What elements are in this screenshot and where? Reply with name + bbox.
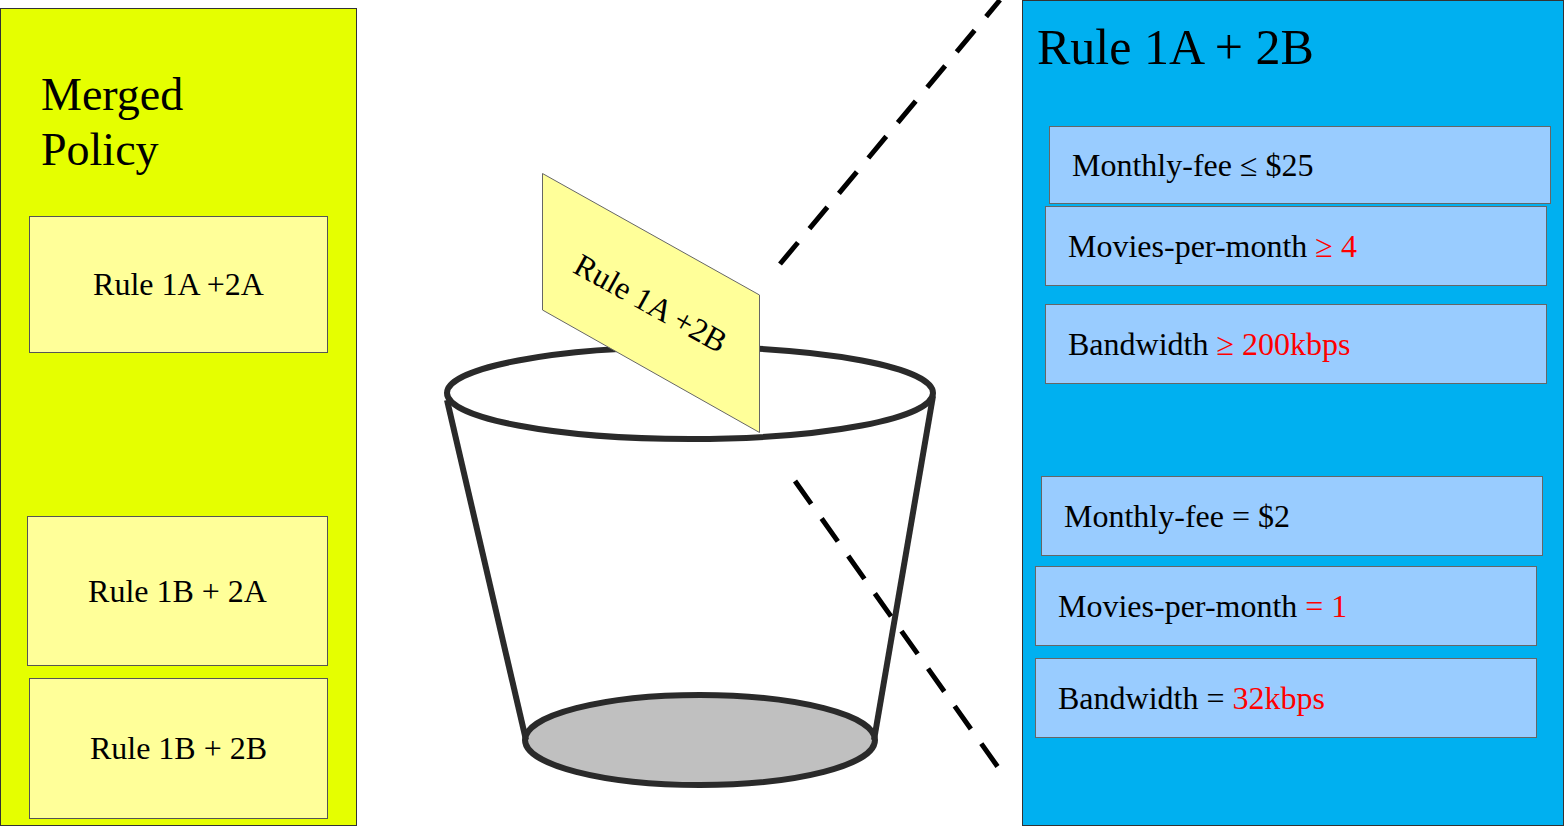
bucket-side	[447, 400, 526, 740]
condition-box: Monthly-fee = $2	[1041, 476, 1543, 556]
box-label: Bandwidth =	[1058, 680, 1224, 717]
condition-box: Bandwidth =32kbps	[1035, 658, 1537, 738]
bucket-side	[874, 396, 933, 740]
rule-box: Rule 1A +2A	[29, 216, 328, 353]
condition-box: Movies-per-month≥ 4	[1045, 206, 1547, 286]
zoom-connector	[780, 0, 1000, 264]
box-label: Movies-per-month	[1058, 588, 1297, 625]
box-label: Rule 1B + 2B	[90, 730, 267, 767]
bucket-bottom	[525, 695, 875, 785]
condition-box: Bandwidth≥ 200kbps	[1045, 304, 1547, 384]
box-label: Monthly-fee ≤ $25	[1072, 147, 1314, 184]
box-label: Bandwidth	[1068, 326, 1208, 363]
condition-value: = 1	[1305, 588, 1347, 625]
condition-value: ≥ 200kbps	[1216, 326, 1350, 363]
zoom-connector	[795, 481, 1000, 770]
condition-box: Movies-per-month= 1	[1035, 566, 1537, 646]
rule-card: Rule 1A +2B	[542, 173, 760, 433]
panel-heading: Merged Policy	[41, 67, 291, 177]
box-label: Rule 1A +2A	[93, 266, 264, 303]
box-label: Movies-per-month	[1068, 228, 1307, 265]
card-outline	[543, 174, 760, 433]
rule-detail-panel: Rule 1A + 2B Monthly-fee ≤ $25Movies-per-…	[1022, 0, 1564, 826]
condition-value: 32kbps	[1232, 680, 1324, 717]
policy-panel: Merged PolicyRule 1A +2A Rule 1B + 2A Rule…	[0, 8, 357, 826]
panel-heading: Rule 1A + 2B	[1037, 17, 1537, 77]
condition-box: Monthly-fee ≤ $25	[1049, 126, 1551, 204]
box-label: Rule 1B + 2A	[88, 573, 267, 610]
condition-value: ≥ 4	[1315, 228, 1357, 265]
box-label: Monthly-fee = $2	[1064, 498, 1290, 535]
rule-box: Rule 1B + 2B	[29, 678, 328, 819]
rule-box: Rule 1B + 2A	[27, 516, 328, 666]
